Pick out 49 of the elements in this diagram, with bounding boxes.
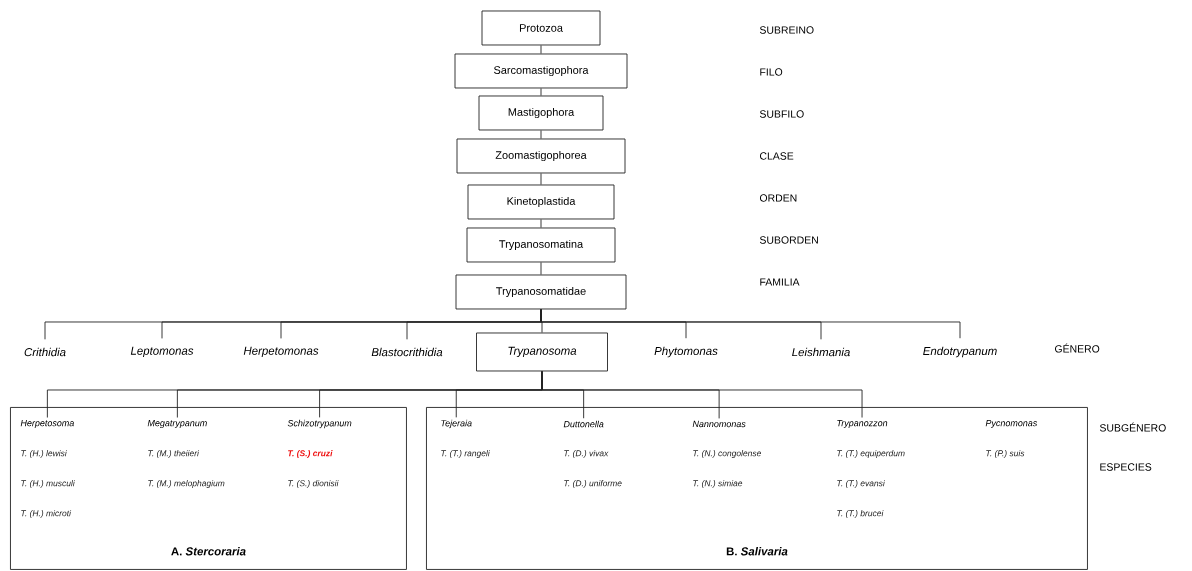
- species-name: T. (T.) equiperdum: [837, 450, 905, 458]
- rank-label: SUBORDEN: [759, 236, 818, 244]
- species-name: T. (T.) brucei: [837, 510, 884, 518]
- taxon-box: Zoomastigophorea: [456, 138, 626, 174]
- species-name: T. (D.) uniforme: [564, 480, 622, 488]
- rank-label: FAMILIA: [760, 278, 800, 286]
- rank-label: SUBGÉNERO: [1099, 422, 1166, 432]
- genus-name: Leptomonas: [130, 346, 194, 358]
- taxon-box: Trypanosomatidae: [455, 274, 627, 310]
- taxon-box: Trypanosoma: [476, 332, 608, 372]
- rank-label: ORDEN: [759, 194, 797, 202]
- species-name: T. (H.) lewisi: [21, 450, 67, 458]
- rank-label: SUBREINO: [759, 26, 814, 34]
- taxon-box: Trypanosomatina: [466, 227, 616, 263]
- species-name: T. (M.) melophagium: [148, 480, 225, 488]
- genus-name: Endotrypanum: [923, 346, 997, 358]
- species-name: T. (D.) vivax: [564, 450, 609, 458]
- species-name: T. (N.) simiae: [693, 480, 743, 488]
- subgenus-name: Nannomonas: [692, 420, 746, 428]
- subgenus-name: Tejeraia: [441, 419, 472, 429]
- subgenus-name: Schizotrypanum: [287, 419, 352, 429]
- genus-name: Crithidia: [24, 347, 66, 357]
- subgenus-name: Trypanozzon: [837, 420, 888, 428]
- subgenus-name: Duttonella: [563, 420, 604, 428]
- rank-label: CLASE: [760, 152, 794, 160]
- taxon-box: Protozoa: [481, 10, 601, 46]
- genus-name: Blastocrithidia: [371, 347, 443, 357]
- taxon-box: Sarcomastigophora: [454, 53, 628, 89]
- species-name: T. (S.) cruzi: [288, 450, 333, 458]
- subgenus-name: Herpetosoma: [20, 420, 74, 428]
- species-name: T. (P.) suis: [986, 450, 1025, 458]
- species-name: T. (S.) dionisii: [288, 480, 339, 488]
- rank-label: ESPECIES: [1100, 463, 1152, 471]
- taxon-box: Mastigophora: [478, 95, 604, 131]
- rank-label: GÉNERO: [1055, 343, 1100, 353]
- species-name: T. (T.) evansi: [837, 480, 885, 488]
- species-name: T. (N.) congolense: [693, 450, 761, 458]
- genus-name: Leishmania: [792, 347, 850, 357]
- taxon-box: Kinetoplastida: [467, 184, 615, 220]
- species-name: T. (T.) rangeli: [441, 450, 490, 458]
- genus-name: Phytomonas: [654, 346, 718, 358]
- subgenus-name: Pycnomonas: [985, 420, 1038, 428]
- species-name: T. (H.) microti: [21, 510, 72, 518]
- rank-label: FILO: [760, 68, 783, 76]
- species-name: T. (M.) theiieri: [148, 450, 200, 458]
- rank-label: SUBFILO: [759, 110, 804, 118]
- species-name: T. (H.) musculi: [21, 480, 75, 488]
- subgenus-name: Megatrypanum: [147, 420, 207, 428]
- genus-name: Herpetomonas: [243, 346, 319, 358]
